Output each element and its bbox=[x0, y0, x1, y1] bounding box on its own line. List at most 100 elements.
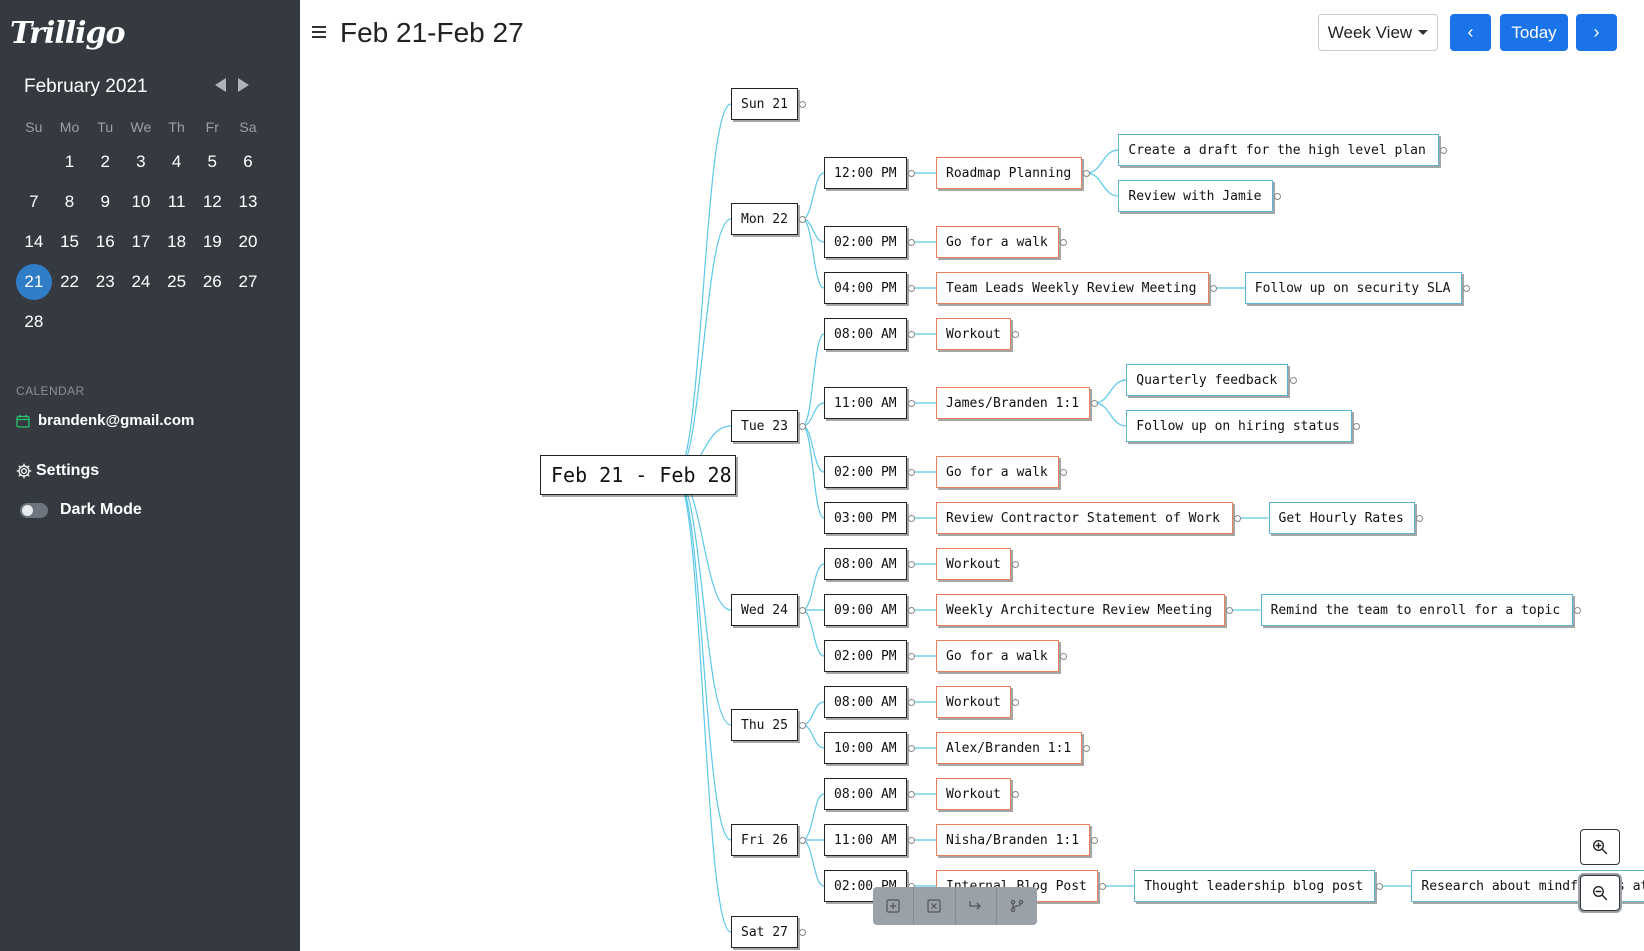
prev-month-icon[interactable] bbox=[215, 78, 226, 92]
day-node[interactable]: Thu 25 bbox=[731, 709, 799, 741]
time-node[interactable]: 04:00 PM bbox=[824, 272, 908, 304]
node-collapse-handle[interactable] bbox=[799, 722, 807, 729]
calendar-day-12[interactable]: 12 bbox=[194, 182, 230, 222]
event-node[interactable]: Workout bbox=[936, 548, 1012, 580]
dark-mode-switch[interactable] bbox=[20, 502, 48, 518]
day-node[interactable]: Sat 27 bbox=[731, 916, 799, 948]
calendar-day-8[interactable]: 8 bbox=[52, 182, 88, 222]
add-child-tool[interactable] bbox=[956, 887, 997, 925]
event-node[interactable]: Workout bbox=[936, 778, 1012, 810]
event-node[interactable]: James/Branden 1:1 bbox=[936, 387, 1091, 419]
node-collapse-handle[interactable] bbox=[1059, 653, 1067, 660]
day-node[interactable]: Mon 22 bbox=[731, 203, 799, 235]
subtask-node[interactable]: Quarterly feedback bbox=[1126, 364, 1289, 396]
add-node-tool[interactable] bbox=[873, 887, 915, 925]
calendar-day-27[interactable]: 27 bbox=[230, 262, 266, 302]
event-node[interactable]: Workout bbox=[936, 686, 1012, 718]
event-node[interactable]: Roadmap Planning bbox=[936, 157, 1083, 189]
calendar-day-23[interactable]: 23 bbox=[87, 262, 123, 302]
node-collapse-handle[interactable] bbox=[908, 653, 916, 660]
branch-tool[interactable] bbox=[997, 887, 1037, 925]
calendar-day-19[interactable]: 19 bbox=[194, 222, 230, 262]
calendar-day-5[interactable]: 5 bbox=[194, 142, 230, 182]
calendar-day-6[interactable]: 6 bbox=[230, 142, 266, 182]
time-node[interactable]: 10:00 AM bbox=[824, 732, 908, 764]
time-node[interactable]: 09:00 AM bbox=[824, 594, 908, 626]
node-collapse-handle[interactable] bbox=[1415, 515, 1423, 522]
event-node[interactable]: Go for a walk bbox=[936, 640, 1059, 672]
calendar-day-28[interactable]: 28 bbox=[16, 302, 52, 342]
event-node[interactable]: Team Leads Weekly Review Meeting bbox=[936, 272, 1209, 304]
node-collapse-handle[interactable] bbox=[1439, 147, 1447, 154]
time-node[interactable]: 08:00 AM bbox=[824, 778, 908, 810]
event-node[interactable]: Workout bbox=[936, 318, 1012, 350]
subtask-node[interactable]: Get Hourly Rates bbox=[1268, 502, 1415, 534]
node-collapse-handle[interactable] bbox=[1376, 883, 1384, 890]
node-collapse-handle[interactable] bbox=[1099, 883, 1107, 890]
hamburger-menu-icon[interactable] bbox=[312, 26, 326, 38]
calendar-day-10[interactable]: 10 bbox=[123, 182, 159, 222]
node-collapse-handle[interactable] bbox=[1289, 377, 1297, 384]
delete-node-tool[interactable] bbox=[914, 887, 956, 925]
next-week-button[interactable]: › bbox=[1576, 14, 1617, 51]
time-node[interactable]: 03:00 PM bbox=[824, 502, 908, 534]
node-collapse-handle[interactable] bbox=[1091, 837, 1099, 844]
calendar-day-17[interactable]: 17 bbox=[123, 222, 159, 262]
node-collapse-handle[interactable] bbox=[799, 423, 807, 430]
node-collapse-handle[interactable] bbox=[1209, 285, 1217, 292]
subtask-node[interactable]: Review with Jamie bbox=[1118, 180, 1273, 212]
time-node[interactable]: 12:00 PM bbox=[824, 157, 908, 189]
time-node[interactable]: 08:00 AM bbox=[824, 548, 908, 580]
node-collapse-handle[interactable] bbox=[908, 607, 916, 614]
node-collapse-handle[interactable] bbox=[1083, 170, 1091, 177]
node-collapse-handle[interactable] bbox=[1352, 423, 1360, 430]
day-node[interactable]: Fri 26 bbox=[731, 824, 799, 856]
calendar-day-18[interactable]: 18 bbox=[159, 222, 195, 262]
day-node[interactable]: Tue 23 bbox=[731, 410, 799, 442]
zoom-in-button[interactable] bbox=[1580, 829, 1620, 865]
node-collapse-handle[interactable] bbox=[1083, 745, 1091, 752]
node-collapse-handle[interactable] bbox=[908, 745, 916, 752]
time-node[interactable]: 02:00 PM bbox=[824, 456, 908, 488]
calendar-day-1[interactable]: 1 bbox=[52, 142, 88, 182]
time-node[interactable]: 08:00 AM bbox=[824, 686, 908, 718]
node-collapse-handle[interactable] bbox=[908, 170, 916, 177]
node-collapse-handle[interactable] bbox=[908, 469, 916, 476]
calendar-day-20[interactable]: 20 bbox=[230, 222, 266, 262]
node-collapse-handle[interactable] bbox=[1012, 561, 1020, 568]
event-node[interactable]: Go for a walk bbox=[936, 456, 1059, 488]
node-collapse-handle[interactable] bbox=[799, 216, 807, 223]
time-node[interactable]: 11:00 AM bbox=[824, 387, 908, 419]
node-collapse-handle[interactable] bbox=[1059, 239, 1067, 246]
node-collapse-handle[interactable] bbox=[1573, 607, 1581, 614]
subtask-node[interactable]: Follow up on security SLA bbox=[1244, 272, 1463, 304]
calendar-day-14[interactable]: 14 bbox=[16, 222, 52, 262]
event-node[interactable]: Nisha/Branden 1:1 bbox=[936, 824, 1091, 856]
day-node[interactable]: Wed 24 bbox=[731, 594, 799, 626]
zoom-out-button[interactable] bbox=[1580, 875, 1620, 911]
calendar-day-11[interactable]: 11 bbox=[159, 182, 195, 222]
mindmap-root-node[interactable]: Feb 21 - Feb 28 bbox=[540, 455, 736, 495]
dark-mode-toggle[interactable]: Dark Mode bbox=[20, 501, 142, 519]
node-collapse-handle[interactable] bbox=[908, 400, 916, 407]
calendar-day-26[interactable]: 26 bbox=[194, 262, 230, 302]
node-collapse-handle[interactable] bbox=[908, 331, 916, 338]
node-collapse-handle[interactable] bbox=[908, 699, 916, 706]
event-node[interactable]: Review Contractor Statement of Work bbox=[936, 502, 1233, 534]
node-collapse-handle[interactable] bbox=[1059, 469, 1067, 476]
subtask-node[interactable]: Follow up on hiring status bbox=[1126, 410, 1352, 442]
node-collapse-handle[interactable] bbox=[1012, 331, 1020, 338]
node-collapse-handle[interactable] bbox=[908, 239, 916, 246]
node-collapse-handle[interactable] bbox=[1091, 400, 1099, 407]
node-collapse-handle[interactable] bbox=[1225, 607, 1233, 614]
node-collapse-handle[interactable] bbox=[908, 791, 916, 798]
node-collapse-handle[interactable] bbox=[908, 285, 916, 292]
subtask-node[interactable]: Thought leadership blog post bbox=[1134, 870, 1376, 902]
calendar-day-24[interactable]: 24 bbox=[123, 262, 159, 302]
prev-week-button[interactable]: ‹ bbox=[1450, 14, 1491, 51]
week-view-dropdown[interactable]: Week View bbox=[1318, 14, 1438, 51]
today-button[interactable]: Today bbox=[1500, 14, 1568, 51]
node-collapse-handle[interactable] bbox=[908, 837, 916, 844]
settings-link[interactable]: Settings bbox=[16, 462, 99, 480]
node-collapse-handle[interactable] bbox=[799, 607, 807, 614]
